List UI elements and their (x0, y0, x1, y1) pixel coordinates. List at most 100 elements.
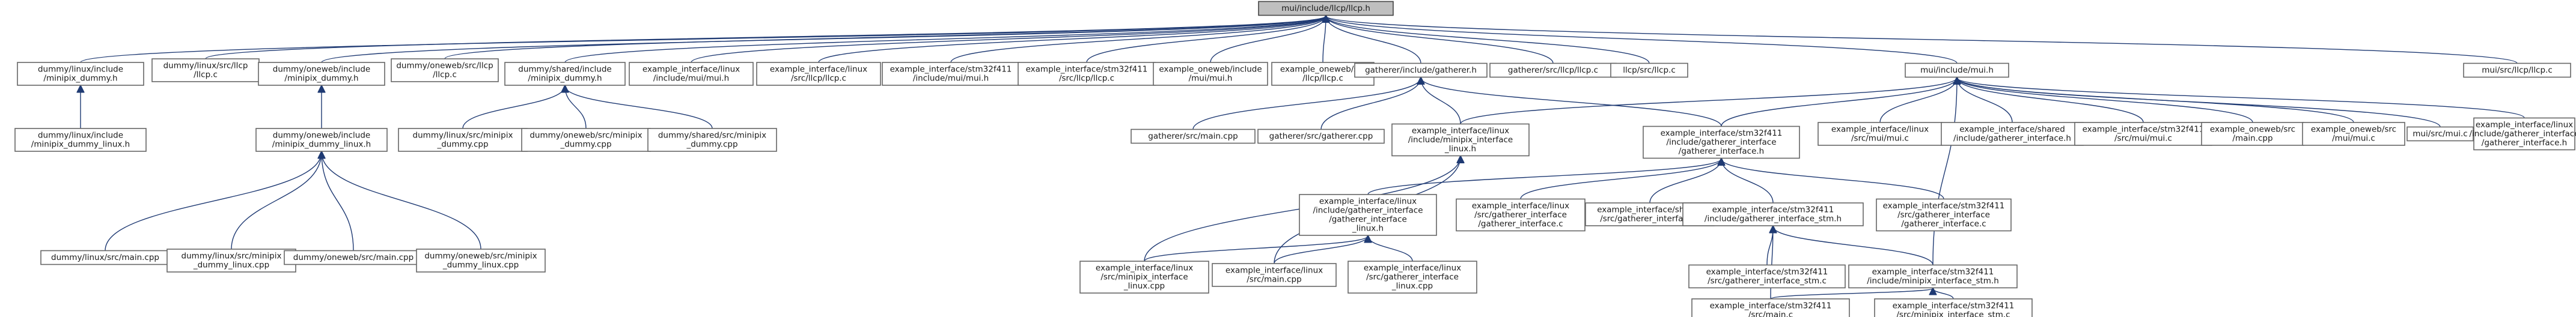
node-box (647, 128, 777, 152)
file-node[interactable]: dummy/oneweb/include/minipix_dummy_linux… (255, 128, 388, 152)
file-node[interactable]: dummy/linux/include/minipix_dummy.h (17, 62, 144, 86)
node-label: example_interface/linux (1225, 266, 1323, 276)
dependency-edge (444, 16, 1326, 59)
node-label: _linux.h (1444, 144, 1476, 154)
file-node[interactable]: dummy/linux/include/minipix_dummy_linux.… (14, 128, 147, 152)
node-box (1079, 261, 1209, 294)
node-box (17, 62, 144, 86)
file-node[interactable]: dummy/oneweb/src/main.cpp (284, 250, 423, 265)
node-label: /main.cpp (2232, 134, 2272, 143)
node-box (14, 128, 147, 152)
file-node[interactable]: example_interface/stm32f411/src/main.c (1691, 298, 1850, 317)
file-node[interactable]: mui/src/mui.c (2407, 126, 2474, 142)
file-node[interactable]: example_interface/linux/src/minipix_inte… (1079, 261, 1209, 294)
file-node[interactable]: example_interface/stm32f411/src/gatherer… (1688, 264, 1846, 289)
file-node[interactable]: dummy/oneweb/include/minipix_dummy.h (258, 62, 385, 86)
node-label: /src/gatherer_interface_stm.c (1708, 276, 1827, 286)
node-box (1874, 298, 2033, 317)
dependency-edge (691, 16, 1326, 63)
node-box (1848, 264, 2018, 289)
file-node[interactable]: example_interface/linux/include/minipix_… (1391, 123, 1530, 157)
file-node[interactable]: example_interface/linux/include/gatherer… (2469, 117, 2576, 151)
dependency-edge (105, 152, 322, 251)
dependency-edge (1326, 16, 1958, 64)
file-node[interactable]: example_interface/stm32f411/src/mui/mui.… (2074, 122, 2212, 146)
node-label: mui/src/mui.c (2413, 129, 2467, 139)
node-label: dummy/linux/src/minipix (182, 252, 282, 261)
node-box (1643, 125, 1800, 159)
dependency-edge (231, 152, 322, 250)
node-box (1456, 198, 1586, 232)
node-label: dummy/oneweb/include (273, 131, 370, 140)
node-label: /gatherer_interface.h (1679, 146, 1764, 156)
file-node[interactable]: example_interface/shared/include/gathere… (1941, 122, 2084, 146)
node-label: /src/minipix_interface (1100, 273, 1188, 282)
file-node[interactable]: gatherer/src/gatherer.cpp (1257, 128, 1385, 144)
node-label: dummy/linux/include (38, 65, 123, 74)
file-node[interactable]: dummy/oneweb/src/minipix_dummy.cpp (521, 128, 651, 152)
dependency-edge (1770, 288, 1933, 300)
node-label: example_interface/stm32f411 (1893, 301, 2015, 310)
file-node[interactable]: example_interface/stm32f411/src/gatherer… (1876, 198, 2012, 232)
node-label: example_interface/linux (1319, 197, 1417, 207)
node-label: /include/minipix_interface_stm.h (1867, 276, 1999, 286)
file-node[interactable]: example_interface/linux/src/gatherer_int… (1456, 198, 1586, 232)
file-node[interactable]: example_interface/stm32f411/include/mui/… (882, 62, 1020, 86)
node-label: example_interface/linux (1412, 126, 1509, 136)
file-node[interactable]: llcp/src/llcp.c (1610, 62, 1688, 78)
file-node[interactable]: gatherer/src/llcp/llcp.c (1489, 62, 1617, 78)
file-node[interactable]: example_interface/linux/src/main.cpp (1212, 263, 1337, 287)
node-label: /src/gatherer_interface (1366, 273, 1459, 282)
node-label: _dummy_linux.cpp (193, 261, 269, 270)
file-node[interactable]: example_oneweb/src/main.cpp (2201, 122, 2304, 146)
file-node[interactable]: example_oneweb/include/mui/mui.h (1153, 62, 1268, 86)
file-node[interactable]: gatherer/include/gatherer.h (1354, 62, 1488, 78)
node-box (391, 58, 499, 82)
file-node[interactable]: dummy/linux/src/main.cpp (40, 250, 170, 265)
file-node[interactable]: dummy/linux/src/minipix_dummy_linux.cpp (166, 249, 296, 273)
dependency-edge (565, 86, 587, 129)
node-box (504, 62, 626, 86)
file-node[interactable]: dummy/shared/include/minipix_dummy.h (504, 62, 626, 86)
file-node[interactable]: example_oneweb/src/mui/mui.c (2302, 122, 2405, 146)
file-node[interactable]: example_interface/linux/src/gatherer_int… (1348, 261, 1477, 294)
dependency-edge (1957, 78, 2144, 123)
node-box (398, 128, 528, 152)
file-node[interactable]: dummy/linux/src/minipix_dummy.cpp (398, 128, 528, 152)
file-node[interactable]: example_interface/linux/src/mui/mui.c (1818, 122, 1943, 146)
file-node[interactable]: example_interface/linux/src/llcp/llcp.c (756, 62, 881, 86)
file-node[interactable]: example_interface/stm32f411/include/mini… (1848, 264, 2018, 289)
file-node[interactable]: example_interface/linux/include/mui/mui.… (629, 62, 754, 86)
node-label: dummy/shared/include (518, 65, 611, 74)
dependency-edge (1326, 16, 2518, 64)
dependency-edge (1367, 159, 1721, 195)
node-label: example_interface/stm32f411 (890, 65, 1012, 74)
file-node[interactable]: example_interface/stm32f411/src/llcp/llc… (1018, 62, 1156, 86)
node-label: dummy/linux/include (38, 131, 123, 140)
dependency-edge (1326, 16, 1421, 64)
node-label: /include/minipix_interface (1408, 135, 1513, 145)
node-label: _linux.cpp (1391, 282, 1433, 291)
root-file-node[interactable]: mui/include/llcp/llcp.h (1258, 1, 1394, 16)
dependency-edge (950, 16, 1326, 63)
file-node[interactable]: gatherer/src/main.cpp (1131, 128, 1256, 144)
node-label: dummy/oneweb/src/minipix (530, 131, 642, 140)
dependency-edge (321, 16, 1326, 63)
file-node[interactable]: dummy/linux/src/llcp/llcp.c (151, 58, 260, 82)
file-node[interactable]: example_interface/stm32f411/include/gath… (1643, 125, 1800, 159)
file-node[interactable]: example_interface/stm32f411/src/minipix_… (1874, 298, 2033, 317)
node-box (2407, 126, 2474, 142)
file-node[interactable]: example_interface/linux/include/gatherer… (1299, 194, 1437, 236)
node-label: /src/mui/mui.c (2114, 134, 2172, 143)
file-node[interactable]: mui/include/mui.h (1905, 62, 2009, 78)
node-label: dummy/oneweb/src/main.cpp (293, 253, 414, 262)
dependency-edge (205, 16, 1326, 59)
node-label: /include/gatherer_interface (2469, 129, 2576, 139)
file-node[interactable]: example_interface/stm32f411/include/gath… (1682, 202, 1864, 226)
file-node[interactable]: mui/src/llcp/llcp.c (2463, 62, 2571, 78)
file-node[interactable]: dummy/oneweb/src/minipix_dummy_linux.cpp (416, 249, 546, 273)
file-node[interactable]: dummy/shared/src/minipix_dummy.cpp (647, 128, 777, 152)
node-label: /src/minipix_interface_stm.c (1896, 310, 2010, 317)
file-node[interactable]: dummy/oneweb/src/llcp/llcp.c (391, 58, 499, 82)
node-box (258, 62, 385, 86)
